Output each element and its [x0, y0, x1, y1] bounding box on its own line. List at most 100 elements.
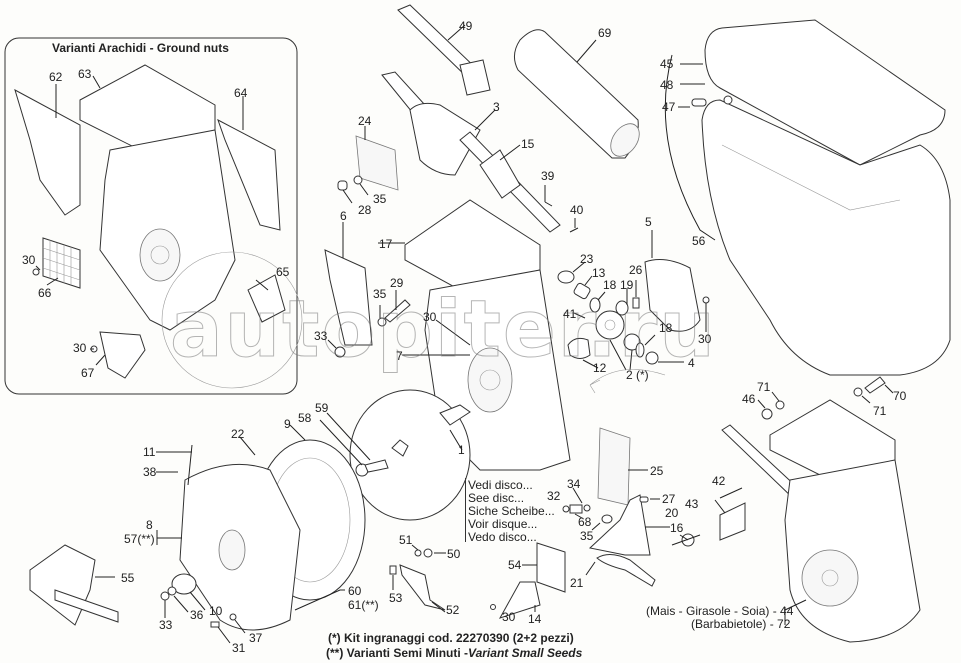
part-label-66[interactable]: 66: [38, 286, 52, 300]
part-label-67[interactable]: 67: [81, 366, 95, 380]
gear-2a: [595, 310, 625, 340]
part-label-63[interactable]: 63: [78, 67, 92, 81]
part-label-25[interactable]: 25: [650, 464, 664, 478]
part-label-10[interactable]: 10: [209, 604, 223, 618]
part-label-18-top[interactable]: 18: [603, 278, 617, 292]
part-label-41[interactable]: 41: [563, 307, 577, 321]
part-label-17[interactable]: 17: [379, 237, 393, 251]
inset-deflector-67: [99, 331, 146, 379]
part-label-53[interactable]: 53: [389, 591, 403, 605]
part-label-30-mid[interactable]: 30: [423, 310, 437, 324]
part-label-40[interactable]: 40: [570, 203, 584, 217]
part-label-68[interactable]: 68: [578, 515, 592, 529]
screw-31: [210, 621, 220, 628]
part-label-32[interactable]: 32: [547, 489, 561, 503]
part-label-6[interactable]: 6: [340, 209, 347, 223]
part-label-55[interactable]: 55: [121, 571, 135, 585]
part-label-52[interactable]: 52: [446, 603, 460, 617]
washer-18: [589, 297, 601, 313]
part-label-12[interactable]: 12: [593, 361, 607, 375]
part-label-29[interactable]: 29: [390, 276, 404, 290]
part-label-30-right[interactable]: 30: [698, 332, 712, 346]
part-label-33-mid[interactable]: 33: [314, 329, 328, 343]
part-label-48[interactable]: 48: [660, 78, 674, 92]
part-label-58[interactable]: 58: [298, 411, 312, 425]
bushing-12: [567, 337, 591, 359]
part-label-19[interactable]: 19: [620, 278, 634, 292]
part-label-28[interactable]: 28: [358, 203, 372, 217]
part-label-7[interactable]: 7: [396, 349, 403, 363]
part-label-33-bottom[interactable]: 33: [159, 618, 173, 632]
gasket-5: [644, 259, 701, 332]
part-label-35-mid[interactable]: 35: [373, 287, 387, 301]
part-label-43[interactable]: 43: [685, 497, 699, 511]
part-label-50[interactable]: 50: [447, 547, 461, 561]
screw-59: [364, 459, 389, 473]
part-label-27[interactable]: 27: [662, 492, 676, 506]
part-label-15[interactable]: 15: [521, 137, 535, 151]
part-label-26[interactable]: 26: [629, 263, 643, 277]
part-label-37[interactable]: 37: [249, 631, 263, 645]
part-label-8[interactable]: 8: [146, 518, 153, 532]
part-label-38[interactable]: 38: [143, 465, 157, 479]
part-label-54[interactable]: 54: [508, 558, 522, 572]
part-label-71-right[interactable]: 71: [873, 404, 887, 418]
screw-53: [389, 565, 397, 575]
nut-32: [562, 505, 570, 513]
part-label-64[interactable]: 64: [234, 86, 248, 100]
part-label-16[interactable]: 16: [670, 521, 684, 535]
washer-37: [229, 613, 237, 621]
part-label-30-inset-b[interactable]: 30: [73, 341, 87, 355]
part-label-65[interactable]: 65: [276, 265, 290, 279]
part-label-18-bottom[interactable]: 18: [659, 321, 673, 335]
part-label-2-kit[interactable]: 2 (*): [626, 368, 649, 382]
part-label-23[interactable]: 23: [580, 252, 594, 266]
part-label-31[interactable]: 31: [232, 641, 246, 655]
nut-50: [423, 548, 433, 558]
cap-10: [171, 573, 197, 595]
inset-grid-66: [42, 237, 81, 289]
part-label-4[interactable]: 4: [688, 356, 695, 370]
part-label-24[interactable]: 24: [358, 114, 372, 128]
part-label-71-left[interactable]: 71: [757, 380, 771, 394]
bolt-70: [864, 376, 886, 394]
part-label-20[interactable]: 20: [665, 506, 679, 520]
part-label-35-top[interactable]: 35: [373, 192, 387, 206]
part-label-42[interactable]: 42: [712, 474, 726, 488]
part-label-45[interactable]: 45: [660, 57, 674, 71]
part-label-34[interactable]: 34: [567, 477, 581, 491]
part-label-59[interactable]: 59: [315, 401, 329, 415]
part-label-1[interactable]: 1: [458, 443, 465, 457]
part-label-5[interactable]: 5: [645, 215, 652, 229]
part-label-39[interactable]: 39: [541, 169, 555, 183]
pin-21: [596, 554, 656, 587]
part-label-22[interactable]: 22: [231, 427, 245, 441]
part-label-51[interactable]: 51: [399, 533, 413, 547]
part-label-11[interactable]: 11: [143, 445, 156, 459]
part-label-35-bottom[interactable]: 35: [580, 529, 594, 543]
part-label-62[interactable]: 62: [49, 70, 63, 84]
part-label-14[interactable]: 14: [528, 612, 542, 626]
part-label-36[interactable]: 36: [190, 608, 204, 622]
part-label-30-bottom[interactable]: 30: [502, 610, 516, 624]
part-label-61[interactable]: 61(**): [348, 598, 379, 612]
part-label-13[interactable]: 13: [592, 266, 606, 280]
part-label-21[interactable]: 21: [570, 576, 584, 590]
washer-48: [723, 95, 733, 105]
inset-title: Varianti Arachidi - Ground nuts: [52, 41, 229, 55]
part-label-3[interactable]: 3: [493, 100, 500, 114]
part-label-60[interactable]: 60: [348, 584, 362, 598]
part-label-47[interactable]: 47: [662, 100, 676, 114]
screw-27: [639, 496, 649, 503]
hopper-56: [701, 99, 951, 376]
part-label-49[interactable]: 49: [459, 19, 473, 33]
part-label-46[interactable]: 46: [742, 392, 756, 406]
part-label-57[interactable]: 57(**): [124, 532, 155, 546]
part-label-30-inset-a[interactable]: 30: [22, 253, 36, 267]
part-label-9[interactable]: 9: [284, 417, 291, 431]
part-label-70[interactable]: 70: [893, 389, 907, 403]
plate-43: [719, 502, 746, 541]
part-label-56[interactable]: 56: [692, 234, 706, 248]
part-label-69[interactable]: 69: [598, 26, 612, 40]
nut-51: [414, 549, 422, 557]
